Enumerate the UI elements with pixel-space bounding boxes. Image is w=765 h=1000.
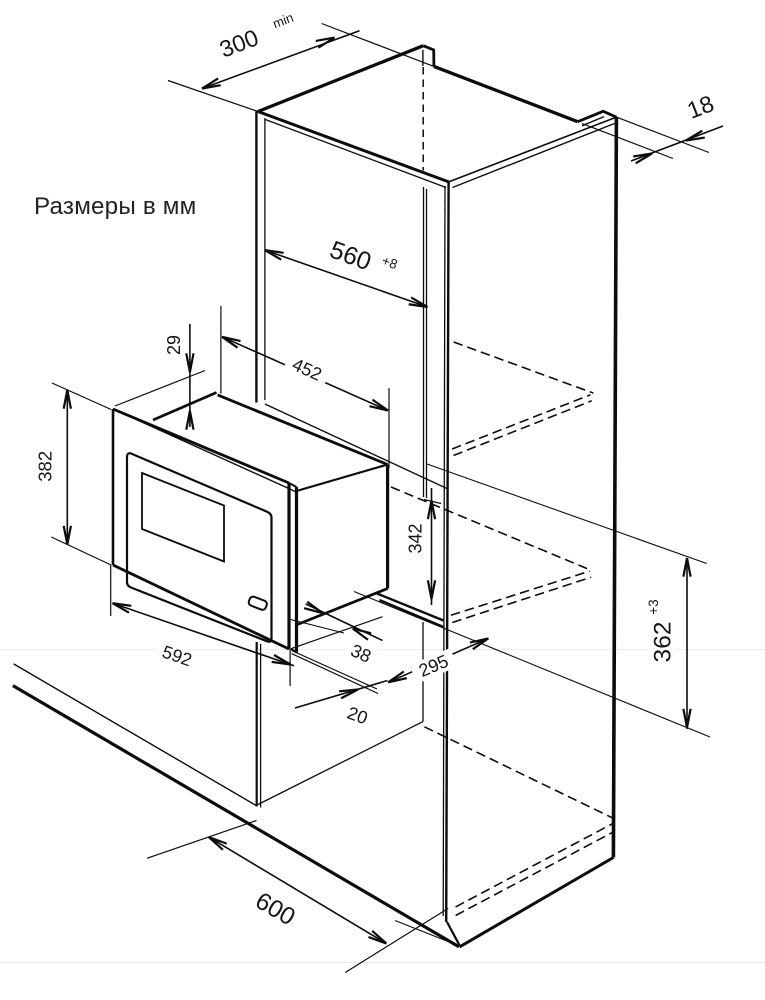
svg-text:+3: +3: [646, 599, 661, 614]
svg-text:362: 362: [650, 622, 677, 663]
svg-text:382: 382: [34, 451, 55, 482]
svg-text:+8: +8: [380, 253, 400, 272]
svg-text:342: 342: [405, 523, 425, 553]
svg-text:29: 29: [164, 335, 184, 355]
svg-text:Размеры в мм: Размеры в мм: [34, 193, 196, 220]
svg-text:min: min: [271, 10, 296, 32]
svg-text:592: 592: [160, 642, 195, 671]
